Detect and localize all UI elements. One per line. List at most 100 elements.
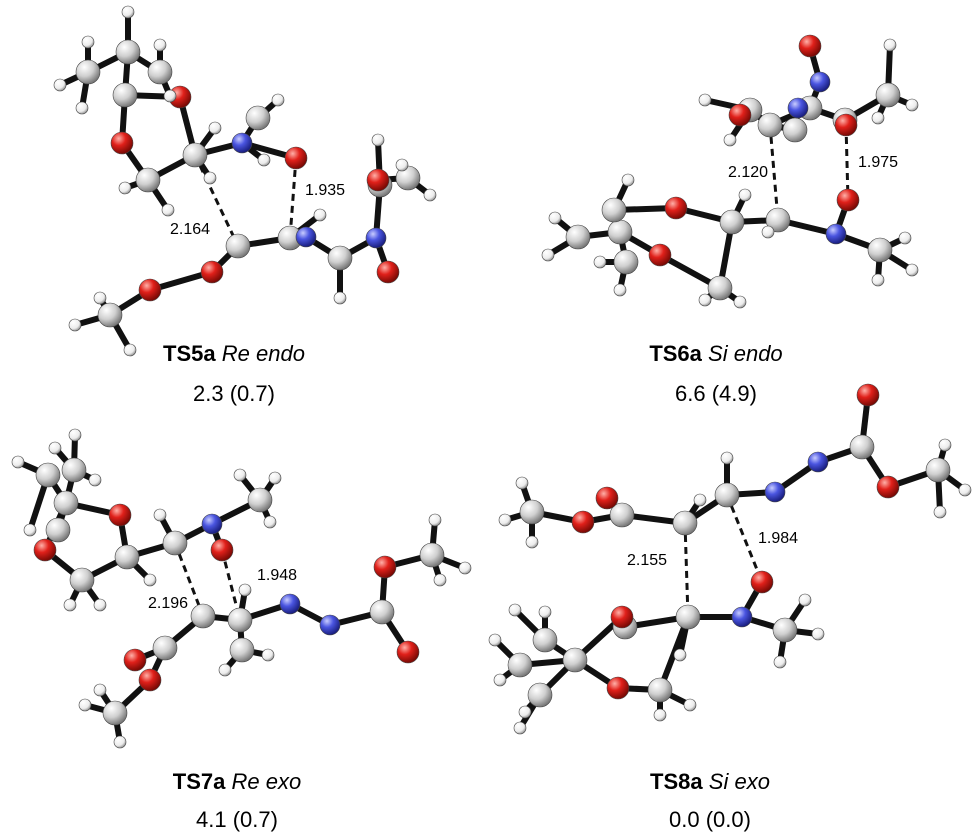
distance-label: 2.155: [627, 552, 667, 569]
hydrogen-atom: [203, 171, 217, 185]
hydrogen-atom: [395, 158, 409, 172]
hydrogen-atom: [720, 451, 734, 465]
hydrogen-atom: [63, 598, 77, 612]
oxygen-atom: [376, 260, 400, 284]
ts8a-caption: TS8a Si exo: [560, 769, 860, 795]
ts5a-caption: TS5a Re endo: [84, 341, 384, 367]
hydrogen-atom: [68, 318, 82, 332]
hydrogen-atom: [93, 291, 107, 305]
nitrogen-atom: [807, 451, 829, 473]
hydrogen-atom: [493, 673, 507, 687]
carbon-atom: [519, 499, 545, 525]
oxygen-atom: [200, 260, 224, 284]
hydrogen-atom: [538, 605, 552, 619]
carbon-atom: [875, 82, 901, 108]
hydrogen-atom: [905, 263, 919, 277]
oxygen-atom: [750, 570, 774, 594]
hydrogen-atom: [48, 441, 62, 455]
oxygen-atom: [396, 640, 420, 664]
oxygen-atom: [138, 668, 162, 692]
hydrogen-atom: [738, 188, 752, 202]
carbon-atom: [765, 207, 791, 233]
oxygen-atom: [856, 383, 880, 407]
ts5a-label: TS5a: [163, 341, 216, 366]
carbon-atom: [152, 635, 178, 661]
oxygen-atom: [571, 510, 595, 534]
hydrogen-atom: [371, 133, 385, 147]
hydrogen-atom: [88, 473, 102, 487]
carbon-atom: [562, 647, 588, 673]
carbon-atom: [613, 249, 639, 275]
ts8a-energy: 0.0 (0.0): [669, 807, 751, 832]
hydrogen-atom: [498, 513, 512, 527]
carbon-atom: [419, 542, 445, 568]
carbon-atom: [647, 677, 673, 703]
carbon-atom: [75, 59, 101, 85]
hydrogen-atom: [423, 188, 437, 202]
hydrogen-atom: [163, 89, 177, 103]
hydrogen-atom: [153, 508, 167, 522]
carbon-atom: [527, 682, 553, 708]
ts7a-face: Re: [231, 769, 260, 794]
nitrogen-atom: [319, 614, 341, 636]
hydrogen-atom: [513, 721, 527, 735]
forming-bond: [844, 124, 850, 201]
ts5a-energy: 2.3 (0.7): [193, 381, 275, 406]
carbon-atom: [565, 224, 591, 250]
hydrogen-atom: [693, 493, 707, 507]
hydrogen-atom: [621, 173, 635, 187]
nitrogen-atom: [787, 97, 809, 119]
hydrogen-atom: [261, 648, 275, 662]
carbon-atom: [507, 652, 533, 678]
hydrogen-atom: [548, 211, 562, 225]
hydrogen-atom: [238, 583, 252, 597]
forming-bond: [193, 154, 240, 247]
hydrogen-atom: [23, 523, 37, 537]
carbon-atom: [369, 599, 395, 625]
ts7a-mode: exo: [265, 769, 302, 794]
hydrogen-atom: [871, 111, 885, 125]
hydrogen-atom: [93, 683, 107, 697]
hydrogen-atom: [958, 483, 972, 497]
carbon-atom: [229, 637, 255, 663]
hydrogen-atom: [11, 455, 25, 469]
oxygen-atom: [108, 503, 132, 527]
ts8a-face: Si: [708, 769, 729, 794]
carbon-atom: [532, 627, 558, 653]
carbon-atom: [69, 567, 95, 593]
hydrogen-atom: [313, 208, 327, 222]
hydrogen-atom: [673, 648, 687, 662]
atom-layer: [11, 5, 972, 749]
hydrogen-atom: [933, 505, 947, 519]
hydrogen-atom: [811, 627, 825, 641]
carbon-atom: [245, 105, 271, 131]
hydrogen-atom: [268, 471, 282, 485]
oxygen-atom: [606, 676, 630, 700]
oxygen-atom: [648, 243, 672, 267]
hydrogen-atom: [161, 203, 175, 217]
hydrogen-atom: [683, 698, 697, 712]
oxygen-atom: [876, 475, 900, 499]
carbon-atom: [45, 517, 71, 543]
carbon-atom: [135, 167, 161, 193]
carbon-atom: [227, 607, 253, 633]
hydrogen-atom: [428, 513, 442, 527]
carbon-atom: [601, 197, 627, 223]
hydrogen-atom: [153, 38, 167, 52]
forming-bond: [173, 542, 205, 617]
oxygen-atom: [110, 131, 134, 155]
hydrogen-atom: [653, 708, 667, 722]
carbon-atom: [102, 700, 128, 726]
hydrogen-atom: [733, 295, 747, 309]
nitrogen-atom: [825, 223, 847, 245]
hydrogen-atom: [515, 476, 529, 490]
nitrogen-atom: [365, 227, 387, 249]
ts7a-energy: 4.1 (0.7): [196, 807, 278, 832]
carbon-atom: [672, 510, 698, 536]
distance-label: 2.196: [148, 595, 188, 612]
hydrogen-atom: [458, 561, 472, 575]
hydrogen-atom: [81, 35, 95, 49]
distance-label: 2.164: [170, 221, 210, 238]
carbon-atom: [327, 245, 353, 271]
